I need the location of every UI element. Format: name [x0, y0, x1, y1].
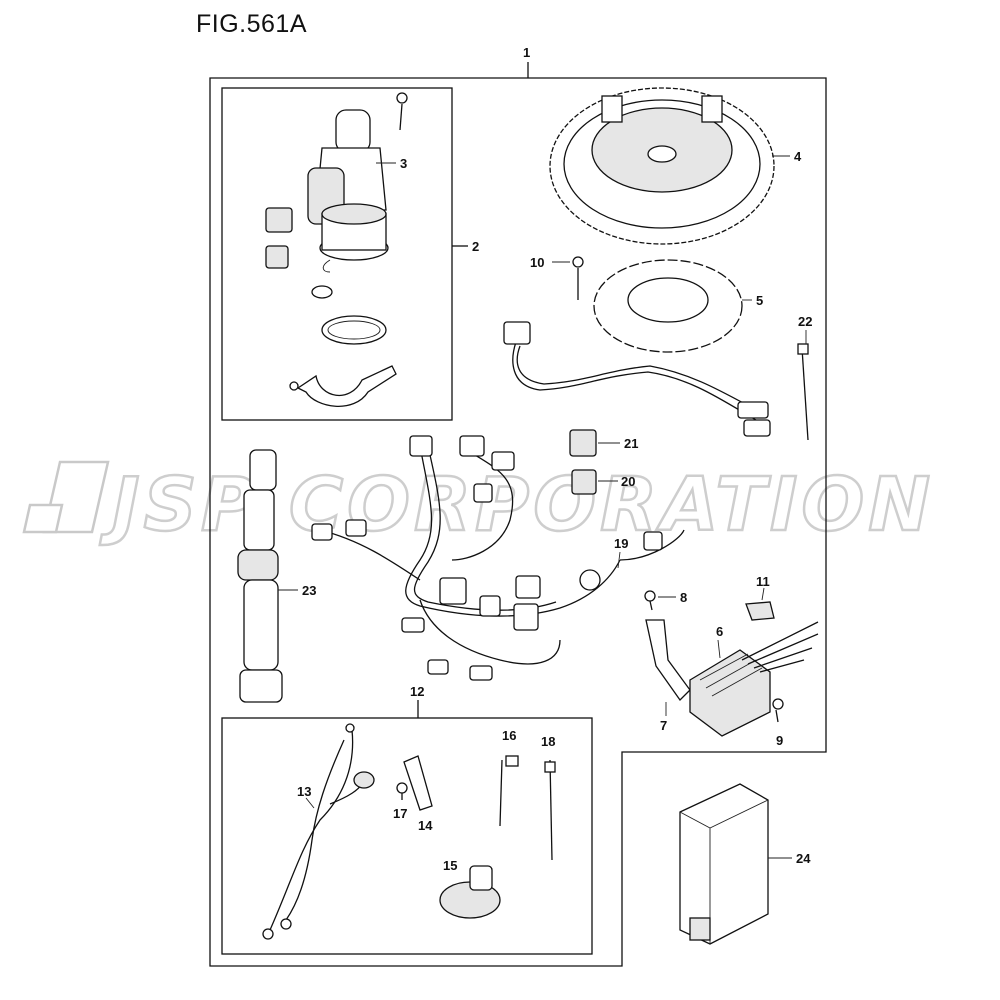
mounting-bracket-icon	[289, 365, 397, 407]
nut-icon	[311, 285, 333, 299]
sensor-icon	[439, 865, 501, 919]
callout-12: 12	[410, 684, 424, 699]
callout-17: 17	[393, 806, 407, 821]
callout-11: 11	[756, 574, 770, 589]
band-ring-icon	[321, 315, 387, 345]
battery-cable-icon	[262, 723, 375, 940]
starter-motor-icon	[307, 109, 389, 273]
callout-6: 6	[716, 624, 723, 639]
callout-9: 9	[776, 733, 783, 748]
relay-icon	[569, 429, 597, 457]
clip-icon	[745, 601, 775, 621]
watermark-text: JSP CORPORATION	[99, 462, 934, 548]
callout-14: 14	[418, 818, 433, 833]
callout-20: 20	[621, 474, 635, 489]
callout-8: 8	[680, 590, 687, 605]
callout-23: 23	[302, 583, 316, 598]
bolt-icon	[644, 590, 656, 611]
cable-tie-icon	[544, 759, 556, 861]
bolt-icon	[396, 92, 408, 131]
ecu-module-icon	[679, 783, 769, 945]
cable-tie-icon	[797, 343, 809, 441]
stator-lead-wire-icon	[503, 321, 771, 437]
bolt-icon	[396, 782, 408, 800]
callout-5: 5	[756, 293, 763, 308]
callout-16: 16	[502, 728, 516, 743]
watermark-logo-icon	[22, 460, 110, 534]
starter-subassembly-box	[221, 87, 453, 421]
callout-15: 15	[443, 858, 457, 873]
assembly-frame	[209, 77, 827, 967]
callout-24: 24	[796, 851, 811, 866]
callout-10: 10	[530, 255, 544, 270]
starter-relay-icon	[265, 207, 293, 269]
cable-clamp-icon	[403, 755, 433, 811]
watermark: JSP CORPORATION	[22, 460, 934, 549]
callout-13: 13	[297, 784, 311, 799]
camshaft-icon	[237, 449, 283, 703]
callout-22: 22	[798, 314, 812, 329]
relay-icon	[571, 469, 597, 495]
figure-title: FIG.561A	[196, 10, 307, 38]
callout-7: 7	[660, 718, 667, 733]
harness-kit-subassembly-box	[221, 717, 593, 955]
callout-21: 21	[624, 436, 638, 451]
regulator-rectifier-icon	[689, 621, 819, 737]
wiring-harness-icon	[311, 435, 685, 681]
callout-3: 3	[400, 156, 407, 171]
callout-19: 19	[614, 536, 628, 551]
callout-2: 2	[472, 239, 479, 254]
callout-1: 1	[523, 45, 530, 60]
bolt-icon	[772, 698, 784, 723]
cable-tie-icon	[499, 755, 519, 827]
regulator-bracket-icon	[645, 619, 691, 702]
bolt-icon	[572, 256, 584, 300]
callout-18: 18	[541, 734, 555, 749]
stator-icon	[593, 259, 743, 353]
flywheel-icon	[549, 87, 775, 245]
callout-4: 4	[794, 149, 802, 164]
